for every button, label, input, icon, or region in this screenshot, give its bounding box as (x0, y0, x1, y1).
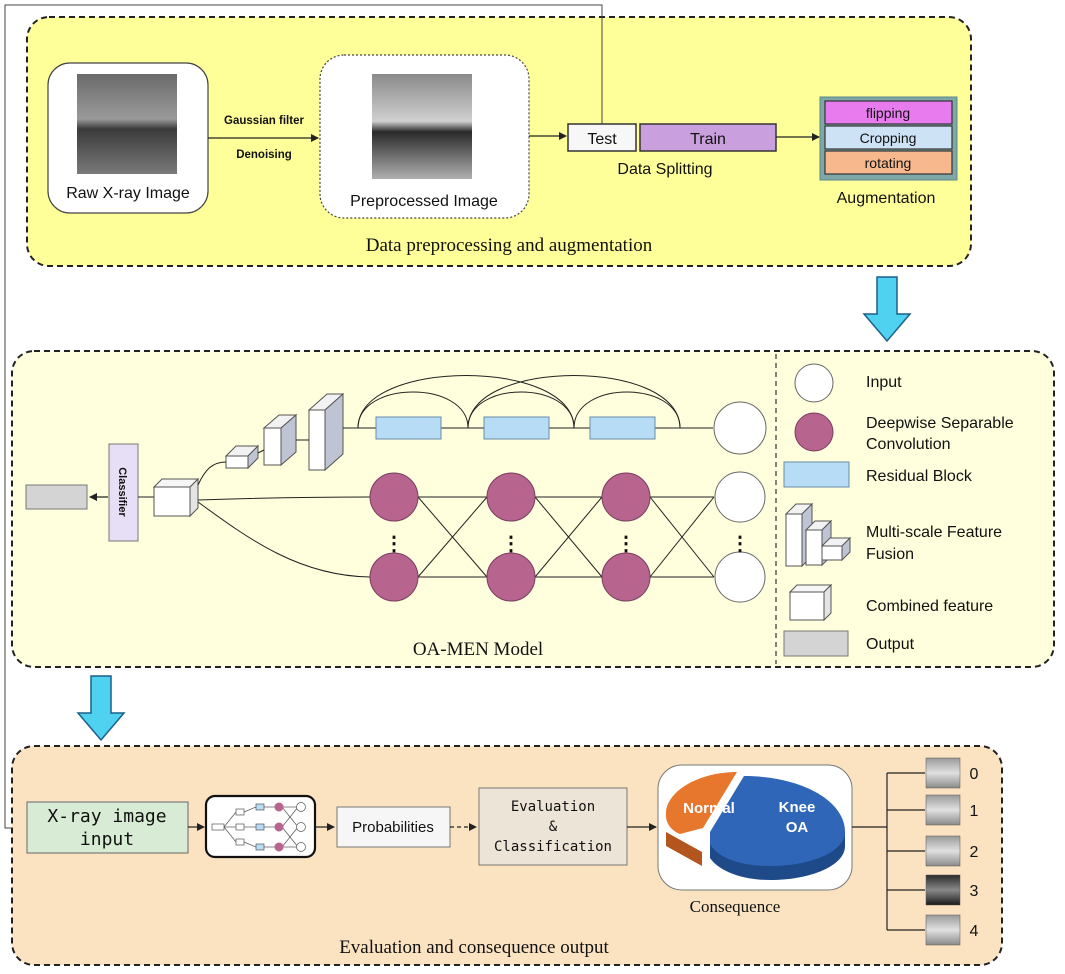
ellipsis-2: ⋮ (501, 533, 521, 555)
grade-3-thumb (925, 874, 961, 906)
grade-0-thumb (925, 757, 961, 789)
grade-3-label: 3 (970, 883, 979, 900)
augmentation-label: Augmentation (837, 190, 936, 207)
xray-input-label-2: input (80, 829, 134, 850)
msf-connector-1 (257, 449, 265, 454)
grade-1-thumb (925, 794, 961, 826)
combined-feature-cube (152, 477, 200, 518)
aug-flipping-label: flipping (866, 105, 910, 121)
evaluation-box (478, 787, 628, 866)
eval-label-3: Classification (494, 839, 612, 855)
denoising-label: Denoising (236, 149, 292, 161)
pie-chart (665, 772, 845, 880)
evaluation-title: Evaluation and consequence output (339, 937, 609, 958)
classifier-label: Classifier (116, 467, 128, 517)
legend-input-icon (794, 363, 834, 403)
legend-dsc-icon (794, 412, 834, 452)
pie-knee-slice (710, 776, 845, 866)
gaussian-filter-label: Gaussian filter (224, 115, 304, 127)
residual-block-3 (589, 416, 656, 440)
consequence-label: Consequence (690, 897, 781, 916)
preprocessing-title: Data preprocessing and augmentation (366, 235, 653, 256)
legend-residual-label: Residual Block (866, 468, 973, 485)
preprocessed-image (372, 74, 472, 179)
grade-bracket-ticks (887, 772, 925, 931)
eval-label-2: & (549, 819, 558, 835)
pie-knee-label-1: Knee (779, 799, 816, 816)
grade-4-thumb (925, 914, 961, 946)
legend-combined-icon (788, 583, 833, 622)
grade-0-label: 0 (970, 766, 979, 783)
input-node-bottom (714, 551, 766, 603)
aug-cropping-box (824, 125, 953, 150)
legend-input-label: Input (866, 374, 902, 391)
data-splitting-label: Data Splitting (617, 161, 712, 178)
dsc-node-3-top (601, 472, 651, 522)
dsc-node-1-top (369, 472, 419, 522)
xray-input-label-1: X-ray image (47, 806, 166, 827)
skip-connections (357, 375, 681, 429)
down-arrow-2 (76, 675, 126, 742)
legend-output-icon (783, 630, 849, 657)
probabilities-label: Probabilities (352, 819, 434, 836)
train-label: Train (690, 131, 726, 148)
cube-to-msf-curve (197, 461, 227, 486)
msf-cuboid-small (224, 444, 260, 470)
input-node-mid (714, 471, 766, 523)
legend-residual-icon (783, 461, 850, 488)
pie-normal-label: Normal (683, 800, 735, 817)
dsc-network-edges (197, 496, 715, 578)
legend-dsc-label-1: Deepwise Separable (866, 415, 1014, 432)
mini-network-icon (223, 806, 299, 848)
dsc-node-2-bottom (486, 552, 536, 602)
dsc-node-1-bottom (369, 552, 419, 602)
grade-4-label: 4 (970, 923, 979, 940)
pie-normal-slice (665, 772, 737, 834)
dsc-node-2-top (486, 472, 536, 522)
aug-flipping-box (824, 100, 953, 125)
grade-2-thumb (925, 835, 961, 867)
xray-input-box (26, 801, 189, 854)
ellipsis-4: ⋮ (730, 533, 750, 555)
pie-knee-label-2: OA (786, 819, 809, 836)
legend-msf-icon (784, 502, 852, 568)
classifier-box (108, 443, 139, 542)
legend-msf-label-2: Fusion (866, 546, 914, 563)
raw-xray-image (77, 74, 177, 174)
aug-rotating-box (824, 150, 953, 175)
model-title: OA-MEN Model (413, 639, 543, 660)
aug-rotating-label: rotating (865, 155, 912, 171)
ellipsis-3: ⋮ (616, 533, 636, 555)
legend-combined-label: Combined feature (866, 598, 993, 615)
legend-msf-label-1: Multi-scale Feature (866, 524, 1002, 541)
grade-1-label: 1 (970, 803, 979, 820)
mini-network-nodes (211, 802, 306, 852)
output-box (25, 484, 88, 510)
down-arrow-1 (862, 276, 912, 343)
test-label: Test (587, 131, 617, 148)
grade-2-label: 2 (970, 844, 979, 861)
legend-output-label: Output (866, 636, 915, 653)
msf-cuboid-medium (262, 413, 298, 467)
raw-xray-label: Raw X-ray Image (66, 185, 190, 202)
residual-block-1 (375, 416, 442, 440)
preprocessed-label: Preprocessed Image (350, 193, 498, 210)
msf-cuboid-large (307, 392, 345, 472)
ellipsis-1: ⋮ (384, 533, 404, 555)
dsc-node-3-bottom (601, 552, 651, 602)
aug-cropping-label: Cropping (860, 130, 917, 146)
model-input-node-top (713, 401, 767, 455)
residual-block-2 (483, 416, 550, 440)
legend-dsc-label-2: Convolution (866, 436, 951, 453)
probabilities-box (336, 806, 451, 848)
pie-normal-side (666, 832, 702, 866)
eval-label-1: Evaluation (511, 799, 595, 815)
